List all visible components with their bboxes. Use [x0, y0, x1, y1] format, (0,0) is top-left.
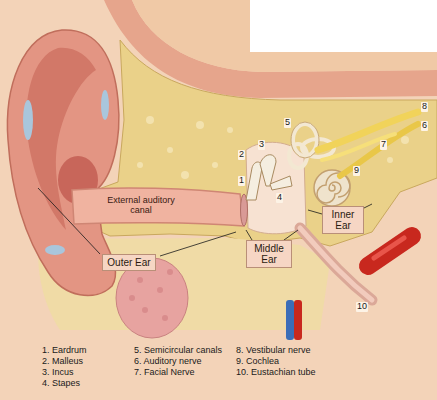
cartilage: [101, 90, 109, 120]
legend-key: 6. Auditory nerve: [134, 357, 202, 367]
region-name: Middle Ear: [251, 243, 287, 265]
region-box: Middle Ear: [246, 240, 292, 268]
legend-key: 8. Vestibular nerve: [236, 346, 311, 356]
callout-number: 9: [353, 166, 360, 176]
semicircular-outline: [291, 122, 319, 158]
legend-key: 2. Malleus: [42, 357, 83, 367]
callout-number: 6: [421, 121, 428, 131]
legend-key: 7. Facial Nerve: [134, 368, 195, 378]
artery-highlight: [374, 238, 404, 258]
legend-key: 3. Incus: [42, 368, 74, 378]
callout-number: 10: [356, 302, 368, 312]
legend-key: 10. Eustachian tube: [236, 368, 316, 378]
temporal-bone: [92, 40, 437, 246]
callout-number: 4: [276, 193, 283, 203]
legend-key: 1. Eardrum: [42, 346, 87, 356]
legend-key: 4. Stapes: [42, 379, 80, 389]
stapes: [270, 176, 292, 190]
region-name: Outer Ear: [107, 257, 150, 268]
carotid-artery: [368, 236, 412, 266]
region-box: Outer Ear: [102, 254, 156, 271]
cartilage: [45, 245, 65, 255]
leader-line: [38, 188, 372, 256]
incus: [260, 155, 276, 186]
cochlea-spiral: [317, 173, 350, 203]
scalp: [132, 0, 437, 72]
canal-label: External auditory canal: [99, 196, 183, 216]
callout-number: 1: [238, 176, 245, 186]
nerve-bundle: [318, 112, 418, 176]
region-name: Inner Ear: [327, 209, 359, 231]
callout-number: 2: [238, 150, 245, 160]
blank-corner: [250, 0, 437, 52]
vein: [286, 300, 294, 340]
gland-texture: [129, 269, 173, 321]
malleus: [246, 162, 262, 200]
callout-number: 8: [421, 102, 428, 112]
cartilage: [23, 100, 33, 140]
artery: [294, 300, 302, 340]
legend-key: 5. Semicircular canals: [134, 346, 222, 356]
callout-number: 7: [380, 140, 387, 150]
callout-number: 3: [258, 140, 265, 150]
legend-key: 9. Cochlea: [236, 357, 279, 367]
ear-canal: [72, 188, 244, 226]
region-box: Inner Ear: [322, 206, 364, 234]
middle-ear-cavity: [246, 142, 306, 233]
callout-number: 5: [284, 118, 291, 128]
